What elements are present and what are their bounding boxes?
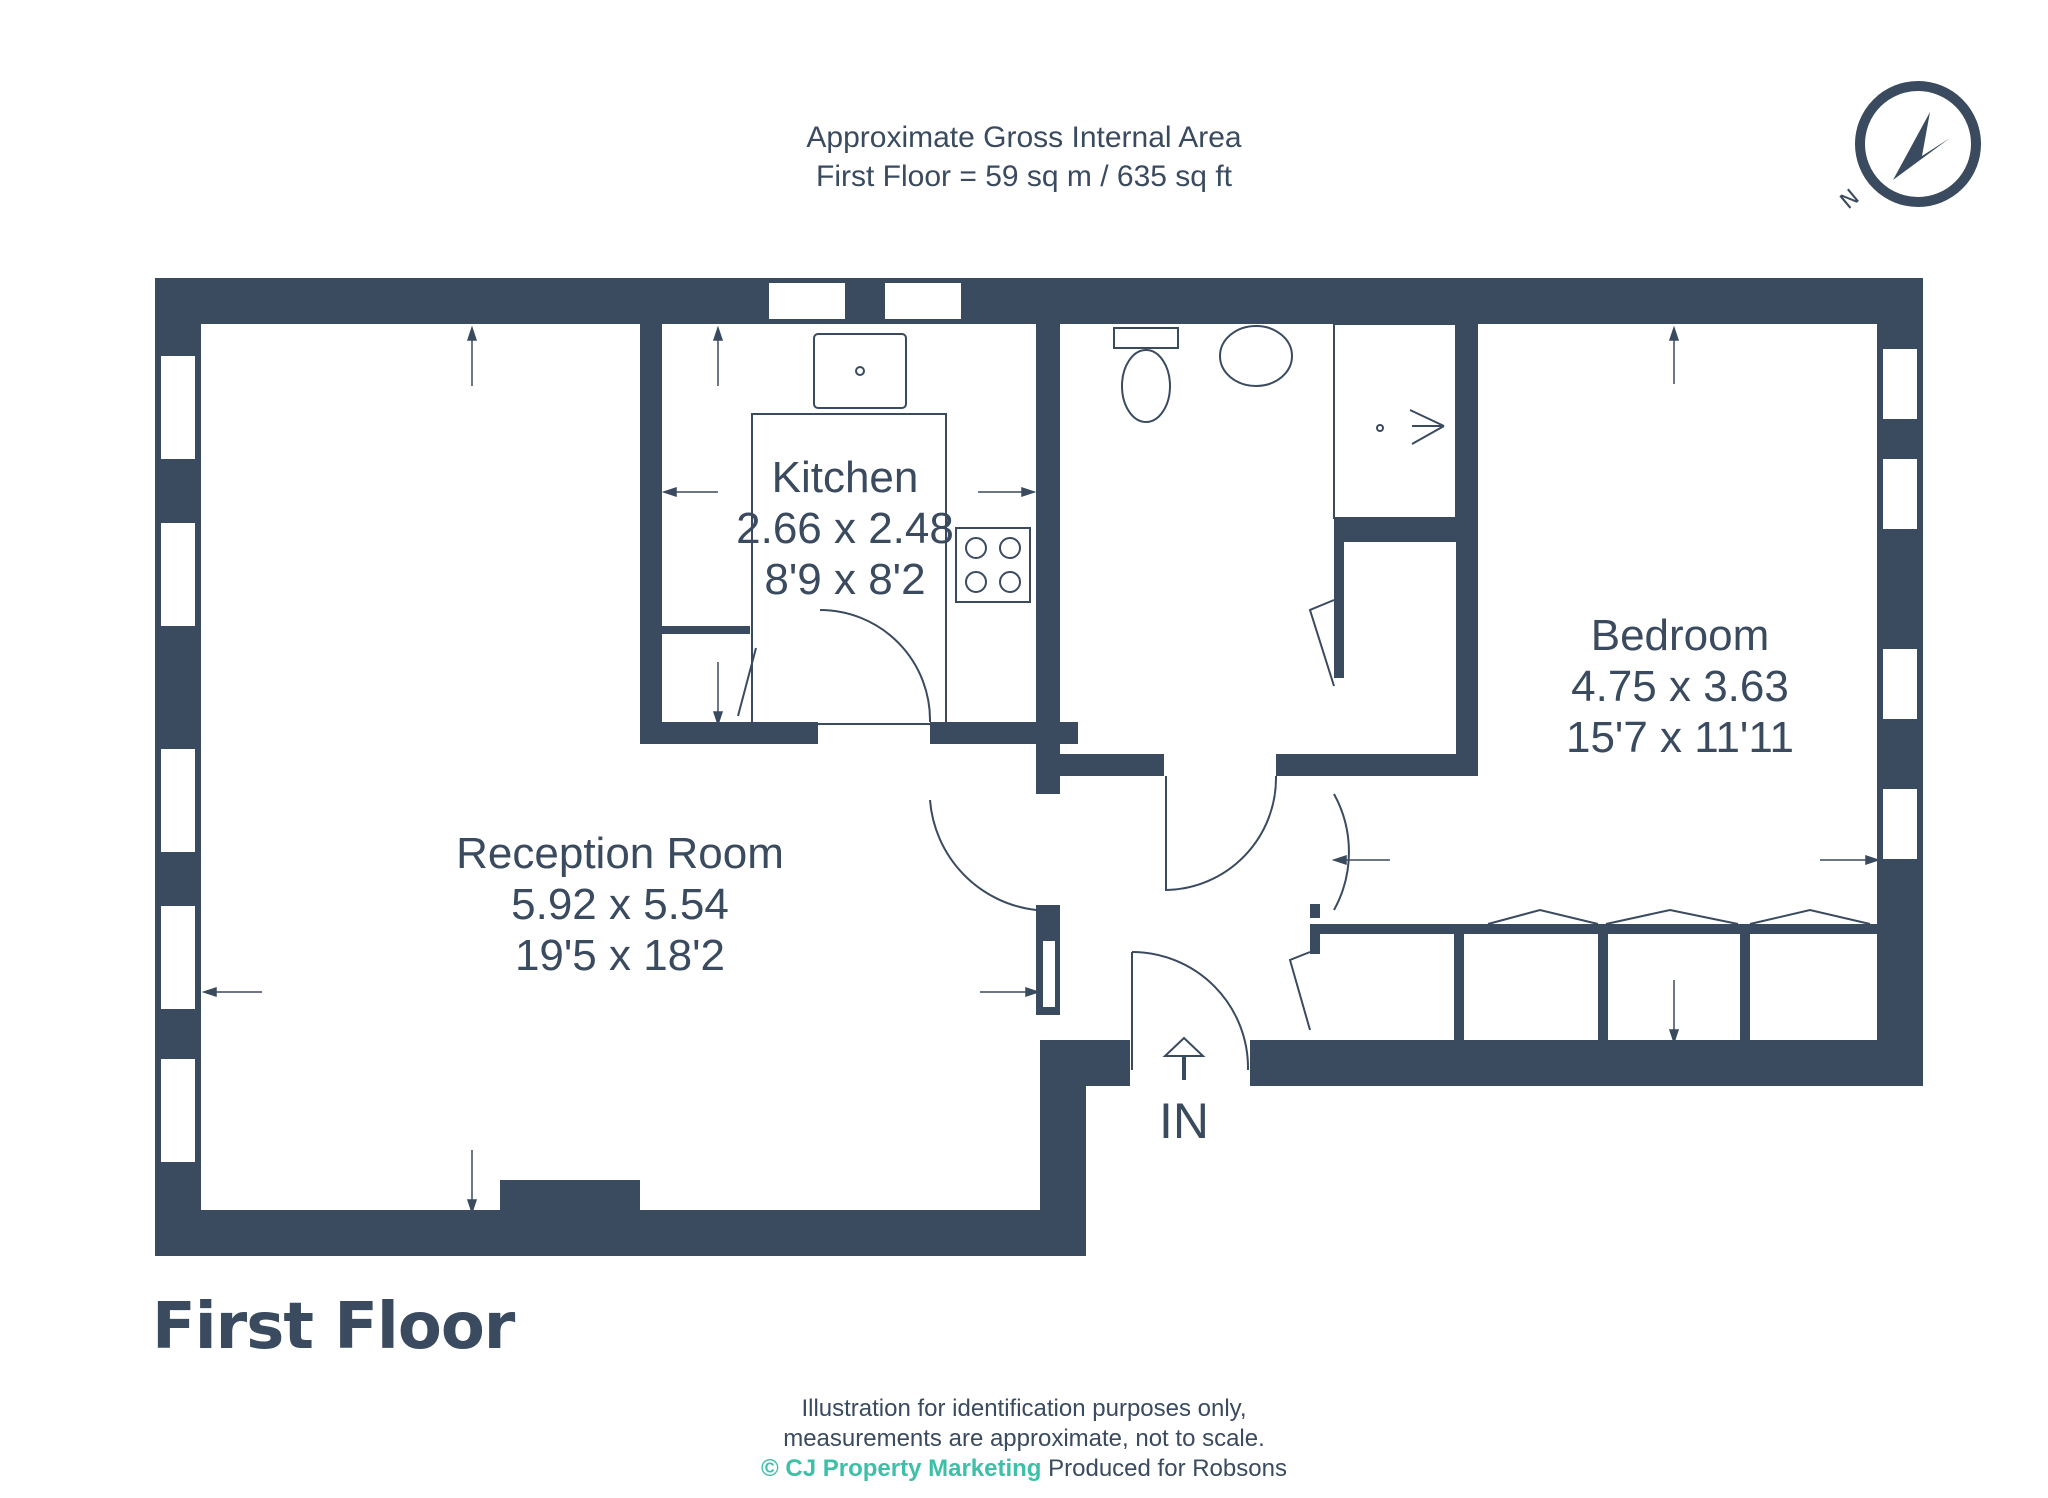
disclaimer-line-1: Illustration for identification purposes… <box>801 1395 1247 1422</box>
kitchen-name: Kitchen <box>771 453 919 502</box>
room-reception: Reception Room 5.92 x 5.54 19'5 x 18'2 <box>420 828 820 981</box>
doors <box>929 775 1871 1071</box>
disclaimer-line-2: measurements are approximate, not to sca… <box>783 1425 1265 1452</box>
dimension-arrows <box>201 325 1881 1215</box>
bathroom-fittings <box>1113 323 1457 687</box>
area-summary: Approximate Gross Internal Area First Fl… <box>0 118 2048 196</box>
credits: © CJ Property Marketing Produced for Rob… <box>0 1454 2048 1484</box>
area-value: First Floor = 59 sq m / 635 sq ft <box>816 160 1232 193</box>
disclaimer: Illustration for identification purposes… <box>0 1394 2048 1484</box>
room-kitchen: Kitchen 2.66 x 2.48 8'9 x 8'2 <box>700 452 990 605</box>
bedroom-imperial: 15'7 x 11'11 <box>1565 713 1794 762</box>
bedroom-metric: 4.75 x 3.63 <box>1571 662 1789 711</box>
kitchen-imperial: 8'9 x 8'2 <box>764 555 926 604</box>
room-bedroom: Bedroom 4.75 x 3.63 15'7 x 11'11 <box>1530 610 1830 763</box>
area-title: Approximate Gross Internal Area <box>806 121 1242 154</box>
compass-icon: N <box>1836 81 1981 215</box>
brand-credit: © CJ Property Marketing <box>761 1455 1042 1482</box>
kitchen-fittings <box>737 333 1031 725</box>
reception-name: Reception Room <box>456 829 784 878</box>
reception-imperial: 19'5 x 18'2 <box>514 931 726 980</box>
produced-for: Produced for Robsons <box>1048 1455 1287 1482</box>
reception-metric: 5.92 x 5.54 <box>511 880 729 929</box>
floor-title: First Floor <box>152 1290 515 1364</box>
entrance-arrow <box>1162 1036 1206 1080</box>
windows-top <box>767 281 1057 1009</box>
entrance-label: IN <box>1159 1093 1209 1149</box>
windows-left <box>159 354 197 1164</box>
walls <box>155 278 1923 1256</box>
bedroom-name: Bedroom <box>1590 611 1770 660</box>
kitchen-metric: 2.66 x 2.48 <box>736 504 954 553</box>
windows-right <box>1881 347 1919 861</box>
